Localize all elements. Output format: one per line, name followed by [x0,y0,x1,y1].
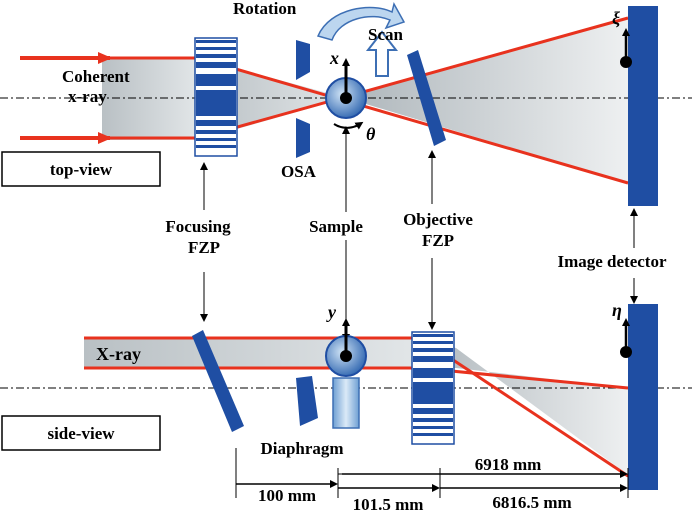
rotation-arrow [316,1,406,41]
focusing-fzp-side [192,330,244,432]
ray-top-lower-conv [197,16,629,140]
detector-point-side [620,346,632,358]
theta-label: θ [366,124,376,144]
side-view-label: side-view [47,424,115,443]
dim-100-label: 100 mm [258,486,316,505]
dimensions: 6918 mm 100 mm 101.5 mm 6816.5 mm [235,448,629,514]
image-detector-label: Image detector [557,252,666,271]
ray-top-upper-conv [197,56,629,185]
xray-label-top: x-ray [68,87,107,106]
dim-6816-label: 6816.5 mm [492,493,571,512]
objective-fzp-side [411,331,455,445]
y-axis-label: y [326,302,337,322]
theta-arc [333,121,364,130]
middle-labels: Focusing FZP Sample Objective FZP Image … [165,126,667,342]
osa-blade-lower [296,118,310,158]
diaphragm-label: Diaphragm [260,439,343,458]
xi-label: ξ [612,8,620,29]
xray-label-side: X-ray [96,344,141,364]
diaphragm [296,376,318,426]
osa-label: OSA [281,162,317,181]
osa-blade-upper [296,40,310,80]
sample-support-cylinder [332,377,360,429]
dim-total-label: 6918 mm [475,455,542,474]
rotation-label: Rotation [233,0,297,18]
focusing-fzp-top [194,37,238,157]
objective-fzp-top [407,50,446,146]
side-view-box [1,415,161,451]
eta-label: η [612,300,622,320]
diverging-cone [346,18,628,183]
x-axis-label: x [329,48,339,68]
objective-fzp-label: FZP [422,231,454,250]
top-view-label: top-view [50,160,113,179]
image-detector-top [628,6,658,206]
image-detector-side [628,304,658,490]
objective-label: Objective [403,210,473,229]
focusing-label: Focusing [165,217,231,236]
top-view-panel: top-view Coherent x-ray Rotation Scan x … [0,0,692,206]
dim-101-label: 101.5 mm [353,495,424,514]
side-view-panel: side-view X-ray y Diaphragm η [0,300,692,490]
detector-point-top [620,56,632,68]
incoming-beam-band [102,58,198,140]
coherent-label: Coherent [62,67,130,86]
focusing-fzp-label: FZP [188,238,220,257]
scan-arrow [365,30,399,77]
top-view-box [1,151,161,187]
sample-label: Sample [309,217,363,236]
scan-label: Scan [368,25,404,44]
